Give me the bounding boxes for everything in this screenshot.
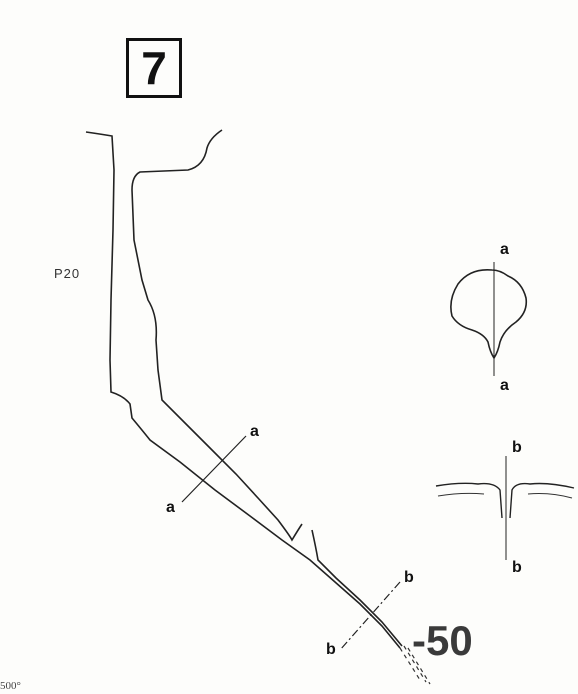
cave-continuation-dashed	[399, 645, 431, 685]
cave-left-wall	[85, 131, 401, 649]
cross-section-b-left	[435, 482, 503, 519]
cross-section-b-floor	[437, 492, 573, 499]
section-line-a	[181, 435, 247, 503]
cross-section-a-label-bottom: a	[500, 377, 509, 394]
section-a-label-top: a	[250, 423, 259, 440]
section-line-b	[339, 581, 401, 651]
section-b-label-top: b	[404, 569, 414, 586]
cross-section-b-right	[509, 482, 575, 519]
depth-label: -50	[412, 617, 473, 664]
cross-section-a	[450, 268, 528, 360]
figure-number: 7	[126, 38, 182, 98]
scale-note: 500°	[0, 680, 21, 692]
cave-right-wall	[131, 129, 403, 647]
section-a-label-bottom: a	[166, 499, 175, 516]
shaft-depth-label: P20	[54, 266, 81, 281]
cross-section-a-label-top: a	[500, 241, 509, 258]
cross-section-b-label-bottom: b	[512, 559, 522, 576]
section-b-label-bottom: b	[326, 641, 336, 658]
cross-section-b-label-top: b	[512, 439, 522, 456]
